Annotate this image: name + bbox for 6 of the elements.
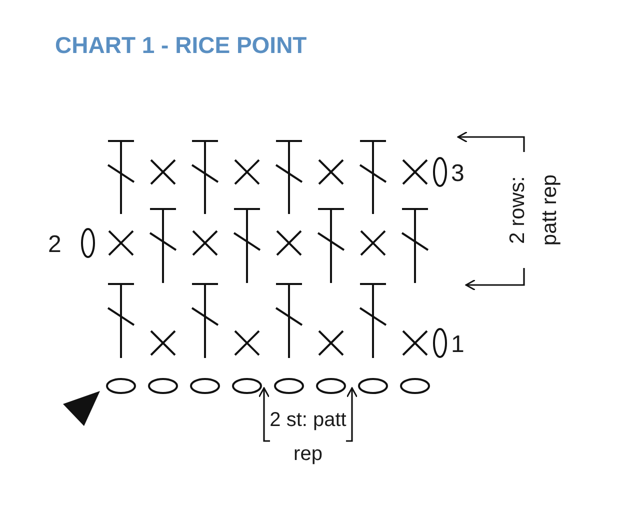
repeat-note: 2 rows: patt rep bbox=[505, 173, 562, 248]
repeat-note: 2 st: patt rep bbox=[268, 408, 348, 467]
row-number: 3 bbox=[451, 159, 464, 189]
chart-title: CHART 1 - RICE POINT bbox=[55, 32, 307, 59]
row-number: 1 bbox=[451, 330, 464, 360]
row-number: 2 bbox=[48, 230, 62, 260]
